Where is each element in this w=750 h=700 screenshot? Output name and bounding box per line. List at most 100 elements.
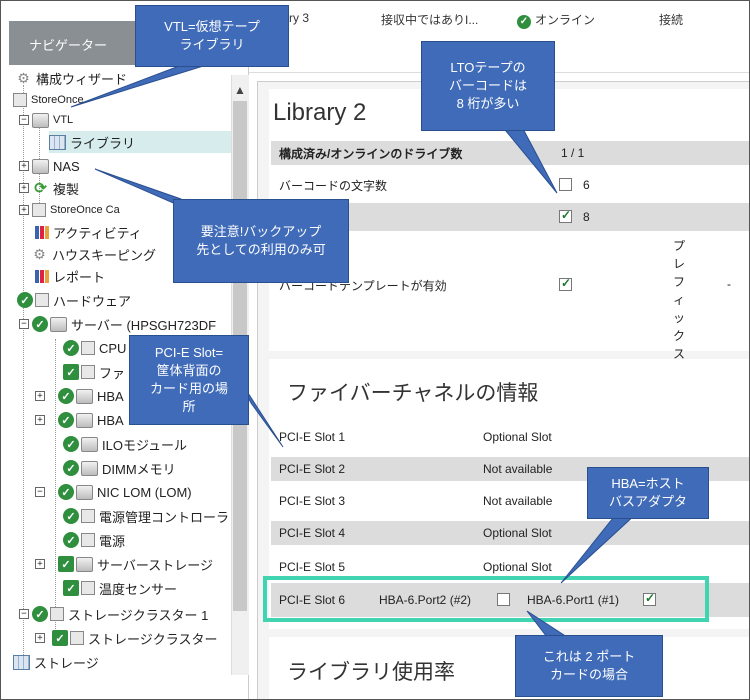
- tree-item-ilo[interactable]: ✓ILOモジュール: [63, 433, 187, 455]
- tree-item-server-storage[interactable]: +✓サーバーストレージ: [35, 553, 213, 575]
- ok-status-icon: ✓: [63, 532, 79, 548]
- expand-icon[interactable]: +: [19, 205, 29, 215]
- fc-title: ファイバーチャネルの情報: [287, 382, 539, 405]
- barcode-length-row: バーコードの文字数 6: [279, 178, 590, 193]
- connection-state: 接続: [659, 13, 684, 27]
- prefix-label: プレフィックス: [673, 239, 686, 361]
- collapse-icon[interactable]: −: [19, 115, 29, 125]
- nic-icon: [76, 484, 93, 500]
- tree-item-hba-2[interactable]: +✓HBA: [35, 409, 124, 431]
- tree-item-report[interactable]: レポート: [35, 265, 105, 287]
- thermometer-icon: [81, 581, 95, 595]
- ok-status-icon: ✓: [58, 388, 74, 404]
- tree-item-nic-lom[interactable]: −✓NIC LOM (LOM): [35, 481, 192, 503]
- tree-item-dimm[interactable]: ✓DIMMメモリ: [63, 457, 176, 479]
- slot-row: PCI-E Slot 4 Optional Slot: [271, 521, 749, 545]
- hba-icon: [76, 412, 93, 428]
- barcode-template-checkbox[interactable]: [559, 276, 572, 291]
- slot6-row: PCI-E Slot 6 HBA-6.Port2 (#2) HBA-6.Port…: [271, 583, 749, 617]
- expand-icon[interactable]: +: [35, 633, 45, 643]
- ok-status-icon: ✓: [52, 630, 68, 646]
- tree-item-vtl[interactable]: −VTL: [19, 109, 73, 131]
- expand-icon[interactable]: +: [35, 415, 45, 425]
- ok-status-icon: ✓: [32, 606, 48, 622]
- tree-item-hardware[interactable]: ✓ハードウェア: [17, 289, 131, 311]
- hba-icon: [76, 388, 93, 404]
- tree-item-storage-cluster[interactable]: +✓ストレージクラスター: [35, 627, 217, 649]
- tree-item-power-controller[interactable]: ✓電源管理コントローラ: [63, 505, 229, 527]
- chart-icon: [35, 225, 49, 239]
- barcode-8-checkbox[interactable]: [559, 208, 572, 223]
- catalyst-icon: [32, 203, 46, 217]
- tree-item-storeonce-catalyst[interactable]: +StoreOnce Ca: [19, 199, 120, 221]
- collapse-icon[interactable]: −: [19, 319, 29, 329]
- barcode-6-checkbox[interactable]: [559, 178, 572, 191]
- cluster-icon: [70, 631, 84, 645]
- tree-item-storage-cluster-1[interactable]: −✓ストレージクラスター 1: [19, 603, 208, 625]
- slot-row: PCI-E Slot 3 Not available: [279, 494, 553, 508]
- ok-status-icon: ✓: [58, 484, 74, 500]
- power-icon: [81, 533, 95, 547]
- usage-title: ライブラリ使用率: [287, 661, 455, 684]
- ok-status-icon: ✓: [32, 316, 48, 332]
- slot6-highlight-box: [263, 576, 709, 622]
- tree-item-config-wizard[interactable]: ⚙構成ウィザード: [15, 67, 127, 89]
- barcode-length-row-2: 8: [271, 203, 749, 231]
- cluster-icon: [50, 607, 64, 621]
- callout-lto: LTOテープの バーコードは 8 桁が多い: [421, 41, 555, 131]
- tree-item-power[interactable]: ✓電源: [63, 529, 125, 551]
- tree-item-server[interactable]: −✓サーバー (HPSGH723DF: [19, 313, 216, 335]
- status-text: 接収中ではありI...: [381, 13, 479, 27]
- chart-icon: [35, 269, 49, 283]
- ok-status-icon: ✓: [63, 436, 79, 452]
- callout-hba: HBA=ホスト バスアダプタ: [587, 467, 709, 519]
- nas-icon: [32, 158, 49, 174]
- slot-row: PCI-E Slot 5 Optional Slot: [279, 560, 552, 574]
- collapse-icon[interactable]: −: [35, 487, 45, 497]
- tree-item-housekeeping[interactable]: ⚙ハウスキーピング: [31, 243, 156, 265]
- collapse-icon[interactable]: −: [19, 609, 29, 619]
- expand-icon[interactable]: +: [19, 161, 29, 171]
- port1-checkbox[interactable]: [643, 591, 656, 606]
- ok-status-icon: ✓: [58, 556, 74, 572]
- tree-item-temperature[interactable]: ✓温度センサー: [63, 577, 177, 599]
- tree-item-storage[interactable]: ストレージ: [13, 651, 99, 673]
- scroll-up-icon[interactable]: ▲: [234, 83, 246, 97]
- callout-vtl: VTL=仮想テープ ライブラリ: [135, 5, 289, 67]
- fan-icon: [81, 365, 95, 379]
- ok-icon: ✓: [517, 15, 531, 29]
- storeonce-icon: [13, 93, 27, 107]
- storage-icon: [76, 556, 93, 572]
- tree-item-library[interactable]: ライブラリ: [49, 131, 248, 153]
- ok-status-icon: ✓: [17, 292, 33, 308]
- ilo-icon: [81, 436, 98, 452]
- page-title: Library 2: [273, 99, 367, 126]
- storage-grid-icon: [13, 654, 30, 670]
- expand-icon[interactable]: +: [19, 183, 29, 193]
- dimm-icon: [81, 460, 98, 476]
- tree-item-hba-1[interactable]: +✓HBA: [35, 385, 124, 407]
- tree-item-fan[interactable]: ✓ファ: [63, 361, 125, 383]
- tree-item-replication[interactable]: +⟳複製: [19, 177, 79, 199]
- tree-item-storeonce[interactable]: StoreOnce: [13, 89, 84, 111]
- expand-icon[interactable]: +: [35, 391, 45, 401]
- port2-checkbox[interactable]: [497, 593, 510, 606]
- cpu-icon: [81, 341, 95, 355]
- gear-icon: ⚙: [17, 69, 30, 86]
- tree-item-nas[interactable]: +NAS: [19, 155, 80, 177]
- server-icon: [50, 316, 67, 332]
- controller-icon: [81, 509, 95, 523]
- expand-icon[interactable]: +: [35, 559, 45, 569]
- drive-count-row: 構成済み/オンラインのドライブ数 1 / 1: [271, 141, 749, 165]
- ok-status-icon: ✓: [63, 340, 79, 356]
- callout-pcie: PCI-E Slot= 筐体背面の カード用の場 所: [129, 335, 249, 425]
- tree-item-cpu[interactable]: ✓CPU: [63, 337, 126, 359]
- sync-icon: ⟳: [34, 180, 47, 197]
- ok-status-icon: ✓: [63, 580, 79, 596]
- tree-item-activity[interactable]: アクティビティ: [35, 221, 142, 243]
- callout-ports: これは 2 ポート カードの場合: [515, 635, 663, 697]
- ok-status-icon: ✓: [63, 364, 79, 380]
- gear-icon: ⚙: [33, 245, 46, 262]
- ok-status-icon: ✓: [58, 412, 74, 428]
